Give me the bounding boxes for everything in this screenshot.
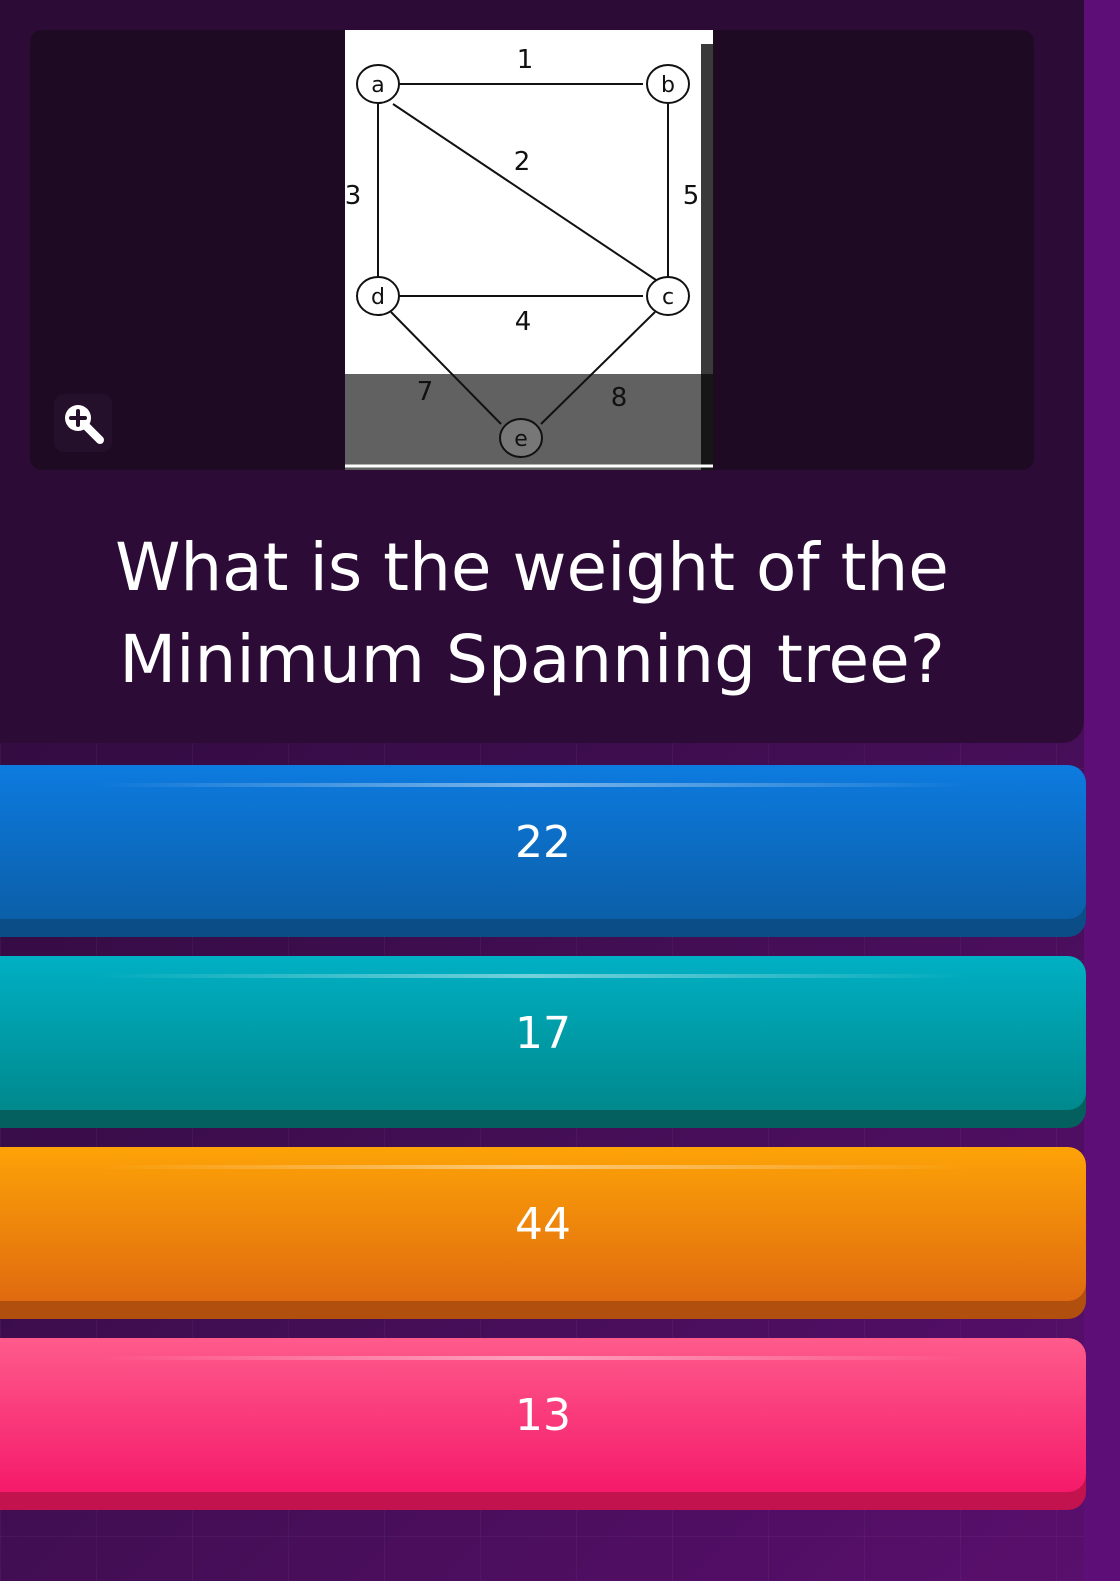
right-edge-strip [1084,0,1120,1581]
edge-c-e [540,311,656,425]
answer-option-shine [100,783,966,787]
svg-text:d: d [371,285,385,310]
answer-option-2[interactable]: 17 [0,956,1086,1128]
weight-label-d-e: 7 [417,377,434,407]
edge-a-c [392,103,660,283]
answer-option-label: 17 [515,1008,571,1059]
answer-option-3[interactable]: 44 [0,1147,1086,1319]
svg-text:c: c [662,285,674,310]
svg-text:e: e [514,427,528,452]
answer-option-shine [100,1356,966,1360]
node-e: e [499,418,543,458]
answer-option-face: 13 [0,1338,1086,1492]
node-c: c [646,276,690,316]
answer-option-face: 17 [0,956,1086,1110]
weight-label-b-c: 5 [683,181,700,211]
answer-option-face: 44 [0,1147,1086,1301]
edge-d-e [390,311,502,425]
answer-option-1[interactable]: 22 [0,765,1086,937]
graph-image: a b c d e 1 2 3 4 5 7 8 [345,30,713,470]
weight-label-a-b: 1 [517,45,534,75]
weight-label-c-e: 8 [611,383,628,413]
svg-text:b: b [661,73,675,98]
zoom-in-button[interactable] [54,394,112,452]
question-text: What is the weight of the Minimum Spanni… [115,529,949,698]
weight-label-a-d: 3 [345,181,361,211]
weight-label-d-c: 4 [515,307,532,337]
svg-text:a: a [371,73,384,98]
zoom-in-icon [65,405,104,444]
answer-option-face: 22 [0,765,1086,919]
question-image-panel[interactable]: a b c d e 1 2 3 4 5 7 8 [30,30,1034,470]
answer-option-shine [100,974,966,978]
weight-label-a-c: 2 [514,147,531,177]
node-d: d [356,276,400,316]
node-a: a [356,64,400,104]
node-b: b [646,64,690,104]
answer-option-label: 22 [515,817,571,868]
answer-option-4[interactable]: 13 [0,1338,1086,1510]
answer-option-label: 44 [515,1199,571,1250]
question-card: a b c d e 1 2 3 4 5 7 8 [0,0,1084,743]
answer-option-label: 13 [515,1390,571,1441]
answer-option-shine [100,1165,966,1169]
